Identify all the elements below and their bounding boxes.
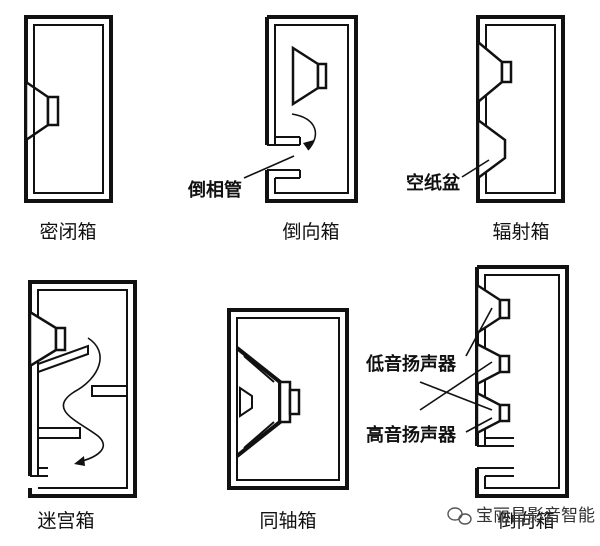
passive-radiator-enclosure (461, 15, 565, 203)
caption-labyrinth: 迷宫箱 (37, 510, 94, 532)
callout-woofer: 低音扬声器 (365, 353, 457, 375)
caption-bass-reflex: 倒向箱 (282, 221, 339, 243)
watermark-text: 宝丽昌影音智能 (476, 506, 595, 526)
woofer-speaker-icon (24, 79, 60, 143)
woofer-speaker-icon (28, 309, 67, 369)
woofer-speaker-icon (475, 282, 511, 336)
tweeter-speaker-icon (475, 390, 511, 436)
caption-coaxial: 同轴箱 (259, 510, 316, 532)
coaxial-enclosure (227, 308, 349, 490)
caption-reflex-multi: 倒向箱 (497, 510, 554, 532)
passive-cone-icon (476, 117, 507, 181)
port-tube-leader-line (243, 155, 295, 179)
bass-reflex-enclosure (243, 15, 358, 203)
passive-cone-leader-line (461, 159, 490, 178)
reflex-multi-driver-enclosure (419, 265, 569, 498)
watermark: 宝丽昌影音智能 (447, 506, 595, 526)
callout-port-tube: 倒相管 (187, 179, 242, 201)
woofer-speaker-icon (291, 45, 328, 107)
woofer-speaker-icon (476, 39, 513, 105)
closed-box-enclosure (24, 15, 113, 203)
callout-tweeter: 高音扬声器 (366, 424, 457, 446)
wechat-icon (447, 507, 472, 525)
caption-closed-box: 密闭箱 (39, 221, 96, 243)
callout-passive-cone: 空纸盆 (406, 172, 461, 194)
labyrinth-enclosure (28, 280, 137, 498)
caption-passive-radiator: 辐射箱 (492, 221, 549, 243)
midrange-speaker-icon (475, 341, 511, 387)
airflow-arrow-icon (303, 140, 314, 150)
coaxial-speaker-icon (235, 346, 301, 458)
airflow-arrow-icon (74, 456, 85, 466)
